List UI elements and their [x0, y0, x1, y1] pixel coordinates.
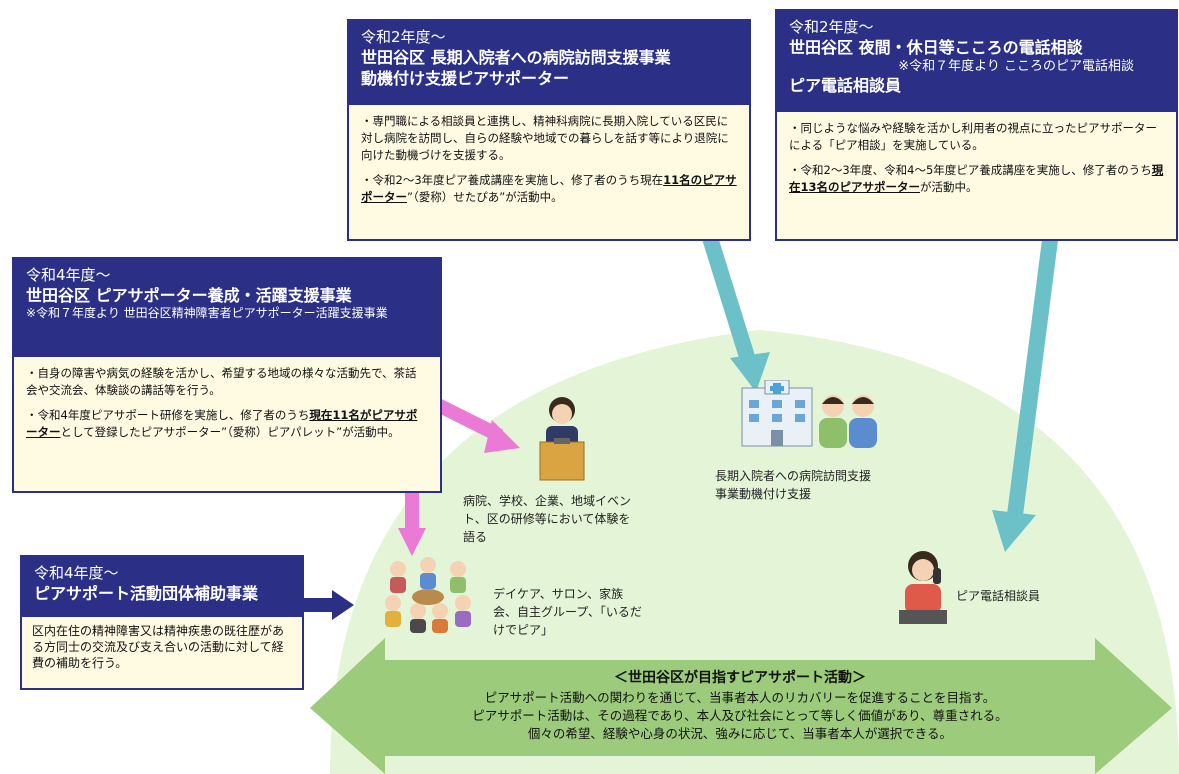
training-box-note: ※令和７年度より 世田谷区精神障害者ピアサポーター活躍支援事業 [26, 306, 388, 320]
peer-training-program-box: 令和4年度～ 世田谷区 ピアサポーター養成・活躍支援事業 ※令和７年度より 世田… [12, 257, 442, 493]
speech-activity-label: 病院、学校、企業、地域イベント、区の研修等において体験を語る [463, 494, 632, 544]
hospital-box-header: 令和2年度～ 世田谷区 長期入院者への病院訪問支援事業 動機付け支援ピアサポータ… [349, 21, 749, 105]
grant-box-title: ピアサポート活動団体補助事業 [34, 584, 259, 603]
vision-title: ＜世田谷区が目指すピアサポート活動＞ [614, 670, 866, 686]
teal-arrow-phone [992, 238, 1058, 552]
vision-line-2: ピアサポート活動は、その過程であり、本人及び社会にとって等しく価値があり、尊重さ… [472, 708, 1008, 723]
training-box-header: 令和4年度～ 世田谷区 ピアサポーター養成・活躍支援事業 ※令和７年度より 世田… [14, 259, 440, 357]
hospital-box-title: 世田谷区 長期入院者への病院訪問支援事業 [361, 48, 671, 67]
group-circle-icon [385, 557, 471, 633]
phone-consultation-program-box: 令和2年度～ 世田谷区 夜間・休日等こころの電話相談 ※令和７年度より こころの… [775, 9, 1178, 241]
hospital-box-subtitle: 動機付け支援ピアサポーター [361, 69, 570, 88]
teal-arrow-hospital [702, 235, 770, 392]
hospital-visit-program-box: 令和2年度～ 世田谷区 長期入院者への病院訪問支援事業 動機付け支援ピアサポータ… [347, 19, 751, 241]
pink-arrow-speech [434, 398, 520, 453]
group-activity-label: デイケア、サロン、家族会、自主グループ、「いるだけでピア」 [493, 587, 642, 637]
training-box-body: ・自身の障害や病気の経験を活かし、希望する地域の様々な活動先で、茶話会や交流会、… [14, 357, 440, 457]
phone-box-header: 令和2年度～ 世田谷区 夜間・休日等こころの電話相談 ※令和７年度より こころの… [777, 11, 1176, 112]
phone-operator-icon [899, 551, 947, 624]
vision-line-1: ピアサポート活動への関わりを通じて、当事者本人のリカバリーを促進することを目指す… [484, 690, 996, 705]
grant-box-year: 令和4年度～ [34, 564, 119, 582]
phone-box-desc: ・同じような悩みや経験を活かし利用者の視点に立ったピアサポーターによる「ピア相談… [789, 121, 1157, 152]
phone-counselor-label: ピア電話相談員 [956, 589, 1041, 603]
hospital-building-icon [741, 380, 813, 447]
grant-box-body: 区内在住の精神障害又は精神疾患の既往歴がある方同士の交流及び支え合いの活動に対し… [22, 617, 302, 685]
training-box-desc: ・自身の障害や病気の経験を活かし、希望する地域の様々な活動先で、茶話会や交流会、… [26, 366, 417, 397]
training-box-title: 世田谷区 ピアサポーター養成・活躍支援事業 [26, 286, 352, 305]
vision-line-3: 個々の希望、経験や心身の状況、強みに応じて、当事者本人が選択できる。 [527, 726, 953, 741]
hospital-box-year: 令和2年度～ [361, 28, 446, 46]
vision-banner: ＜世田谷区が目指すピアサポート活動＞ ピアサポート活動への関わりを通じて、当事者… [385, 667, 1095, 743]
hospital-box-status: ・令和2～3年度ピア養成講座を実施し、修了者のうち現在11名のピアサポーター”（… [361, 173, 737, 204]
speaker-at-podium-icon [539, 397, 585, 481]
training-box-year: 令和4年度～ [26, 266, 111, 284]
hospital-support-label: 長期入院者への病院訪問支援事業動機付け支援 [715, 469, 872, 501]
hospital-box-body: ・専門職による相談員と連携し、精神科病院に長期入院している区民に対し病院を訪問し… [349, 105, 749, 222]
phone-box-subtitle: ピア電話相談員 [789, 76, 902, 95]
phone-box-status: ・令和2～3年度、令和4～5年度ピア養成講座を実施し、修了者のうち現在13名のピ… [789, 163, 1164, 194]
phone-box-body: ・同じような悩みや経験を活かし利用者の視点に立ったピアサポーターによる「ピア相談… [777, 112, 1176, 212]
phone-box-title: 世田谷区 夜間・休日等こころの電話相談 [789, 38, 1083, 57]
two-people-icon [819, 395, 877, 448]
group-grant-program-box: 令和4年度～ ピアサポート活動団体補助事業 区内在住の精神障害又は精神疾患の既往… [20, 555, 304, 690]
training-box-status: ・令和4年度ピアサポート研修を実施し、修了者のうち現在11名がピアサポーターとし… [26, 408, 418, 439]
phone-box-year: 令和2年度～ [789, 18, 874, 36]
hospital-box-desc: ・専門職による相談員と連携し、精神科病院に長期入院している区民に対し病院を訪問し… [361, 114, 729, 162]
navy-arrow-grant [304, 590, 354, 620]
phone-box-note: ※令和７年度より こころのピア電話相談 [898, 59, 1134, 74]
grant-box-header: 令和4年度～ ピアサポート活動団体補助事業 [22, 557, 302, 617]
grant-box-desc: 区内在住の精神障害又は精神疾患の既往歴がある方同士の交流及び支え合いの活動に対し… [32, 624, 285, 670]
